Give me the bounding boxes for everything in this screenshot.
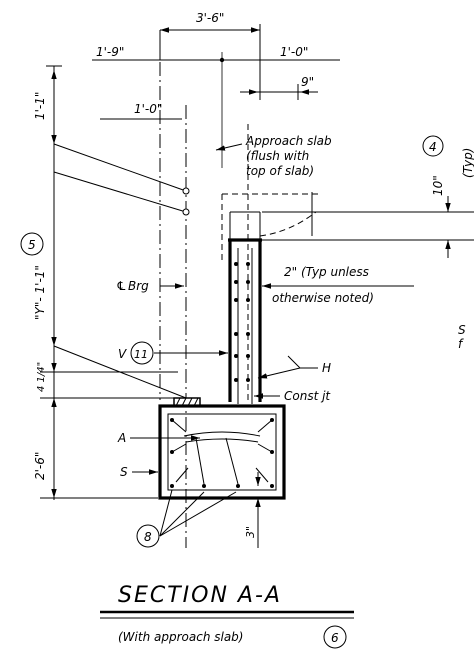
dim-vert-small: 4 1/4" [36,362,47,392]
note-cut-f: f [458,337,464,351]
note-typ: (Typ) [461,148,474,178]
label-s: S [120,465,128,479]
note-cut-s: S [458,323,466,337]
footing-rebar [170,418,274,488]
right-dimension [262,196,474,258]
dim-right-width: 1'-0" [280,45,308,59]
note-approach-slab-1: Approach slab [245,134,332,148]
left-vertical-dimensions [40,65,187,500]
centerlines [159,62,249,548]
approach-slab-outline [221,192,320,262]
note-brg: Brg [128,279,149,293]
dim-bottom-3: 3" [244,526,257,538]
backwall-rebar-dots [234,262,250,382]
label-a: A [117,431,126,445]
dim-vert-middle: "Y"- 1'-1" [33,265,47,320]
callout-4-label: 4 [429,140,437,154]
callout-4-bubble [422,135,444,157]
label-v: V [118,347,127,361]
callout-11-label: 11 [134,348,148,361]
dim-top-offset: 9" [301,75,314,89]
note-typ-unless-2: otherwise noted) [272,291,374,305]
top-dimensions [92,24,340,168]
work-point-upper [182,187,190,195]
section-title: SECTION A-A [118,583,282,608]
dim-vert-upper: 1'-1" [33,92,47,120]
callout-6-label: 6 [331,631,339,645]
callout-5-bubble [20,232,44,256]
dim-brg-offset: 1'-0" [134,102,162,116]
note-typ-unless-1: 2" (Typ unless [284,265,369,279]
dim-left-width: 1'-9" [96,45,124,59]
callout-11-bubble [130,341,154,365]
backwall [228,211,262,404]
work-point-lower [182,208,190,216]
section-subtitle: (With approach slab) [118,630,243,644]
dim-right-10: 10" [431,175,445,196]
note-approach-slab-2: (flush with [246,149,309,163]
callout-8-label: 8 [144,530,152,544]
note-const-jt: Const jt [284,389,331,403]
footing [158,404,286,500]
brg-centerline-symbol: ℄ [116,279,127,293]
label-h: H [322,361,331,375]
callout-5-label: 5 [28,238,36,252]
note-approach-slab-3: top of slab) [246,164,314,178]
callout-6-bubble [323,625,347,649]
dim-overall-width: 3'-6" [196,11,224,25]
dim-vert-footing: 2'-6" [33,452,47,480]
callout-8-bubble [136,524,160,548]
